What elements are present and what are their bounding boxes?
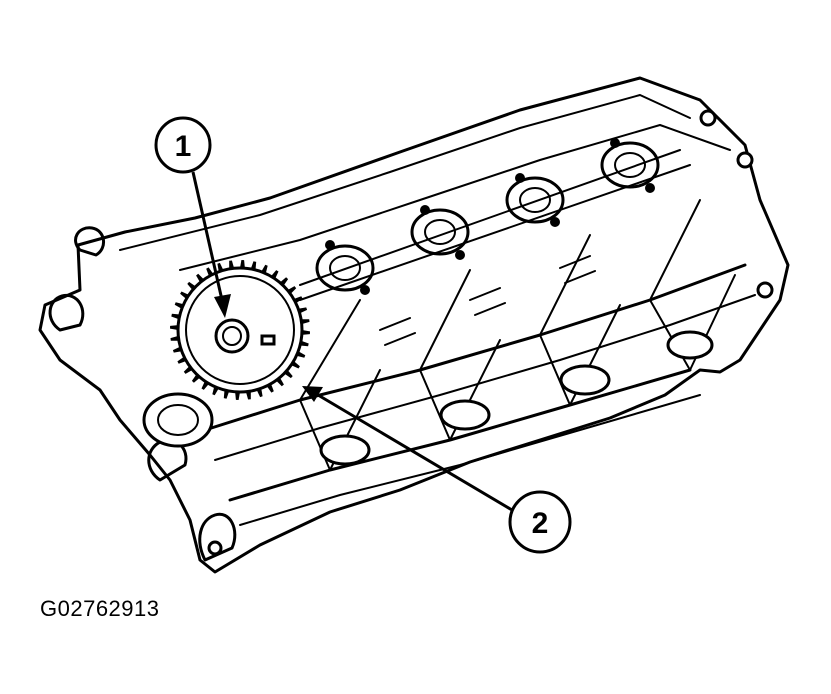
sprocket-tooth [183, 366, 193, 374]
sprocket-tooth [171, 313, 180, 320]
sprocket-tooth [235, 391, 240, 400]
sprocket-tooth [229, 260, 235, 269]
sprocket-tooth [217, 262, 224, 272]
sprocket-tooth [266, 383, 274, 393]
sprocket-tooth [287, 286, 297, 294]
figure-id-label: G02762913 [40, 596, 160, 621]
callout-1: 1 [154, 116, 231, 318]
callout-1-number: 1 [175, 130, 192, 163]
callout-2: 2 [302, 386, 572, 554]
sprocket-tooth [291, 361, 300, 369]
sprocket-tooth [279, 277, 289, 286]
camshaft-journals [299, 109, 774, 346]
sprocket-tooth [276, 377, 284, 387]
sprocket-tooth [261, 264, 268, 274]
callout-2-arrowhead [302, 386, 323, 402]
sprocket-tooth [212, 386, 219, 396]
sprocket-tooth [293, 296, 303, 304]
sprocket-tooth [298, 307, 308, 314]
sprocket-tooth [301, 330, 310, 335]
sprocket-tooth [196, 273, 204, 283]
callout-1-circle [154, 116, 212, 174]
sprocket-tooth [180, 291, 189, 299]
sprocket-tooth [174, 302, 184, 309]
sprocket-tooth [240, 260, 245, 269]
sprocket-tooth [271, 270, 279, 279]
callout-1-arrowhead [214, 294, 231, 318]
sprocket-tooth [256, 388, 263, 398]
callout-1-leader [191, 171, 224, 301]
sprocket-tooth [187, 281, 196, 291]
sprocket-tooth [177, 356, 187, 364]
sprocket-tooth [301, 319, 310, 325]
sprocket-tooth [191, 374, 201, 383]
sprocket-tooth [245, 391, 251, 400]
exhaust-ports [319, 330, 714, 466]
cylinder-head-body [38, 76, 790, 574]
callout-2-number: 2 [532, 507, 549, 540]
sprocket-tooth [206, 267, 214, 277]
sprocket-tooth [250, 261, 257, 270]
camshaft-sprocket [170, 260, 310, 400]
sprocket-tooth [170, 325, 179, 330]
sprocket-tooth [201, 381, 209, 390]
sprocket-tooth [172, 346, 182, 353]
sprocket-tooth [170, 335, 179, 341]
callout-2-circle [508, 490, 572, 554]
callout-2-leader [317, 393, 513, 512]
sprocket-tooth [296, 351, 306, 358]
front-boss [142, 392, 214, 448]
sprocket-tooth [223, 390, 230, 399]
sprocket-tooth [284, 369, 293, 379]
sprocket-tooth [300, 340, 309, 347]
